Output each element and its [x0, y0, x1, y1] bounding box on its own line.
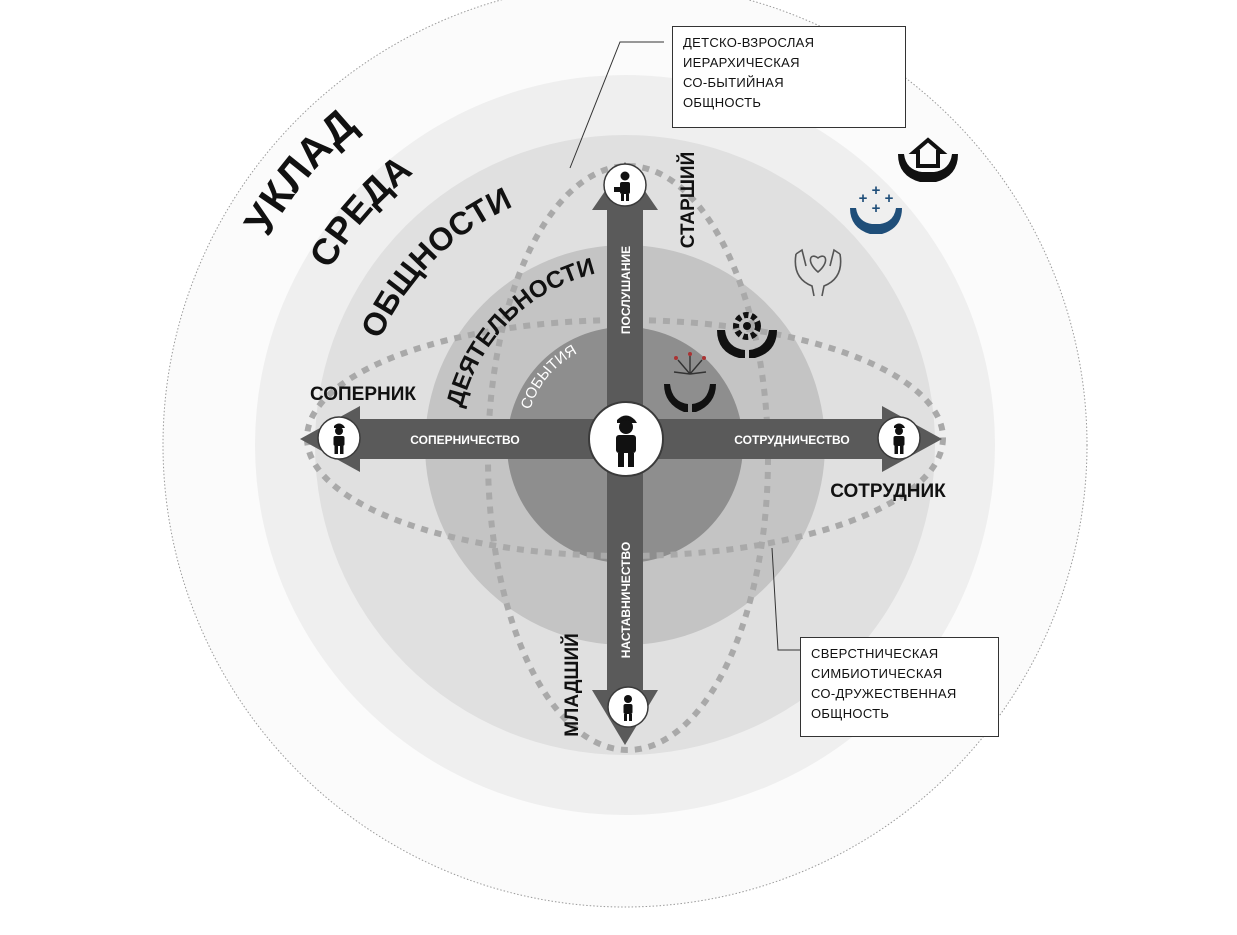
junior-badge [607, 686, 649, 728]
callout-top-leader [569, 41, 664, 169]
center-person-badge [588, 401, 664, 477]
medical-hands-icon: + + + + [850, 182, 902, 234]
callout-bottom: СВЕРСТНИЧЕСКАЯ СИМБИОТИЧЕСКАЯ СО-ДРУЖЕСТ… [800, 637, 999, 737]
person-icon [616, 415, 637, 467]
heart-hands-icon [794, 248, 842, 297]
role-label-junior: МЛАДШИЙ [561, 633, 583, 737]
elder-badge [603, 163, 647, 207]
callout-top: ДЕТСКО-ВЗРОСЛАЯ ИЕРАРХИЧЕСКАЯ СО-БЫТИЙНА… [672, 26, 906, 128]
callout-top-line-4: ОБЩНОСТЬ [683, 95, 762, 110]
axis-label-down: НАСТАВНИЧЕСТВО [619, 542, 633, 658]
businessman-icon [614, 171, 630, 201]
callout-bottom-line-4: ОБЩНОСТЬ [811, 706, 890, 721]
gear-hands-icon [717, 312, 777, 358]
callout-top-line-2: ИЕРАРХИЧЕСКАЯ [683, 55, 800, 70]
role-label-elder: СТАРШИЙ [677, 152, 699, 248]
svg-text:+: + [872, 182, 881, 199]
role-label-rival: СОПЕРНИК [310, 384, 416, 405]
callout-bottom-line-2: СИМБИОТИЧЕСКАЯ [811, 666, 943, 681]
callout-bottom-line-3: СО-ДРУЖЕСТВЕННАЯ [811, 686, 957, 701]
role-label-collaborator: СОТРУДНИК [830, 481, 946, 502]
svg-text:+: + [885, 190, 894, 207]
svg-text:+: + [872, 200, 881, 217]
callout-bottom-leader [771, 547, 800, 651]
collaborator-badge [877, 416, 921, 460]
axis-label-right: СОТРУДНИЧЕСТВО [734, 433, 849, 447]
callout-top-line-1: ДЕТСКО-ВЗРОСЛАЯ [683, 35, 815, 50]
house-hands-icon [898, 137, 958, 182]
child-icon [623, 695, 633, 721]
callout-top-line-3: СО-БЫТИЙНАЯ [683, 75, 784, 90]
axis-label-up: ПОСЛУШАНИЕ [619, 246, 633, 334]
fireworks-hands-icon [664, 352, 716, 412]
rival-badge [317, 416, 361, 460]
person-icon [893, 423, 905, 454]
axis-label-left: СОПЕРНИЧЕСТВО [410, 433, 519, 447]
person-icon [333, 423, 345, 454]
callout-bottom-line-1: СВЕРСТНИЧЕСКАЯ [811, 646, 939, 661]
svg-text:+: + [859, 190, 868, 207]
